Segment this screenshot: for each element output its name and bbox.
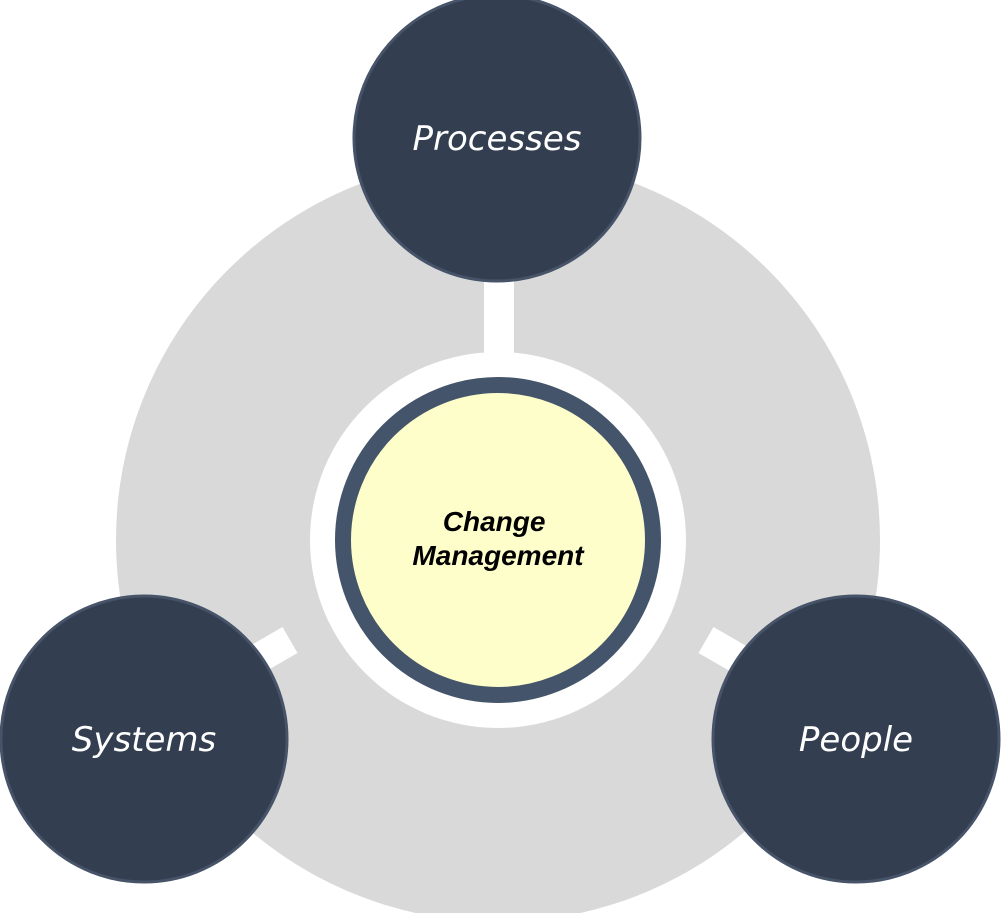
node-processes-label: Processes xyxy=(413,119,582,159)
center-circle xyxy=(335,377,661,703)
node-processes-circle xyxy=(352,0,642,283)
center-label-line-1: Change xyxy=(443,506,546,537)
node-people: People xyxy=(711,594,1001,884)
node-processes: Processes xyxy=(352,0,642,283)
node-people-circle xyxy=(711,594,1001,884)
svg-text:Change Management: Change Management xyxy=(412,506,585,571)
node-systems-circle xyxy=(0,594,289,884)
center-label-line-2: Management xyxy=(412,540,585,571)
node-systems: Systems xyxy=(0,594,289,884)
node-systems-label: Systems xyxy=(72,720,217,760)
node-people-label: People xyxy=(799,720,913,760)
